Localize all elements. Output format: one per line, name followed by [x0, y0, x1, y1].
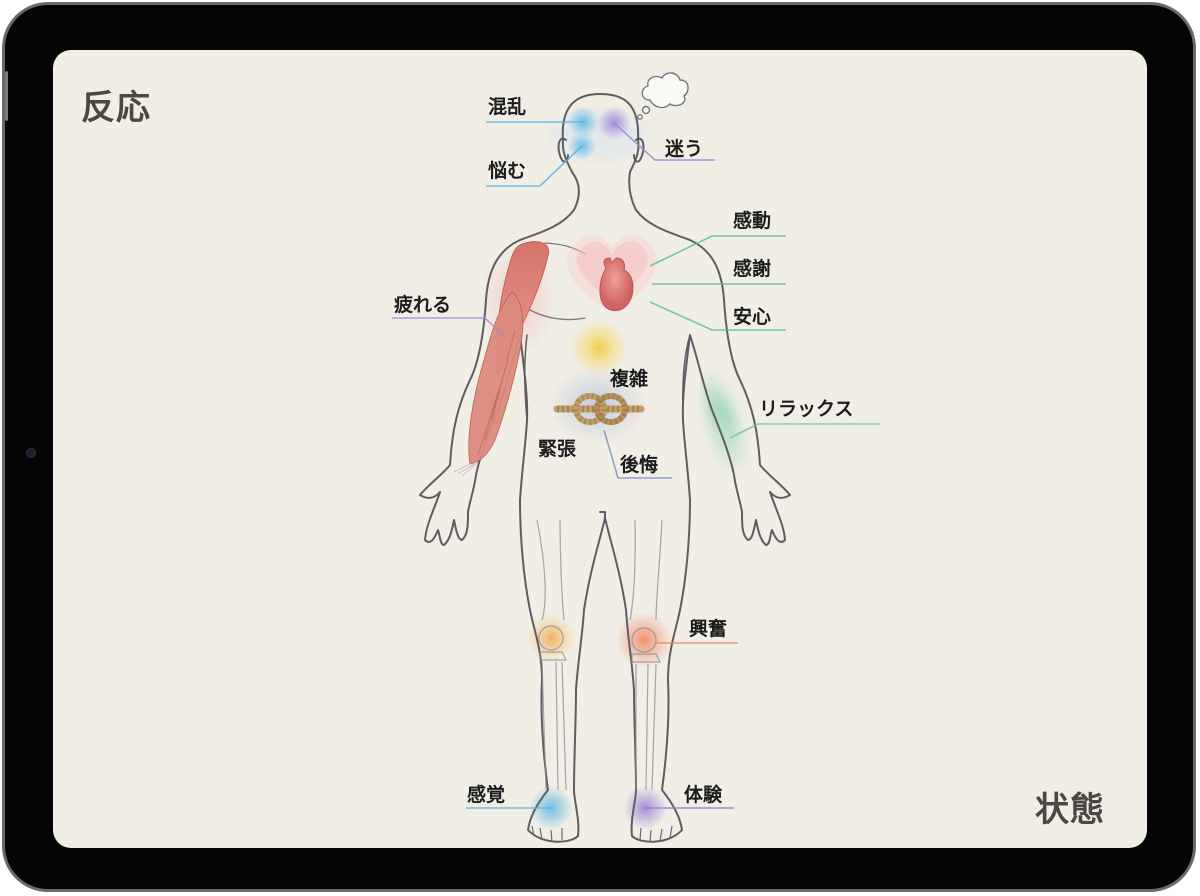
label-konran: 混乱 [488, 96, 527, 118]
side-button [5, 71, 8, 121]
label-taiken: 体験 [684, 784, 723, 806]
title-reaction: 反応 [81, 88, 151, 128]
label-fukuzatsu: 複雑 [610, 368, 649, 390]
label-koufun: 興奮 [689, 618, 728, 640]
knot-icon [553, 393, 645, 425]
front-camera [26, 448, 36, 458]
body-diagram [392, 72, 880, 843]
label-kinchou: 緊張 [538, 438, 577, 460]
label-koukai: 後悔 [620, 454, 659, 476]
label-kansha: 感謝 [733, 258, 772, 280]
label-anshin: 安心 [733, 306, 772, 328]
leader-lines [392, 121, 880, 809]
title-state: 状態 [1035, 790, 1105, 830]
label-kandou: 感動 [733, 210, 772, 232]
heart-icon [599, 257, 634, 311]
leg-bones [536, 519, 663, 791]
label-mayou: 迷う [665, 138, 704, 160]
label-nayamu: 悩む [488, 160, 527, 182]
label-tsukareru: 疲れる [394, 294, 452, 316]
muscle-arm [453, 241, 550, 477]
screen: 反応 状態 混乱 悩む 迷う 感動 感謝 安心 疲れる 複雑 緊張 後悔 リラッ… [53, 50, 1147, 848]
label-kankaku: 感覚 [467, 784, 506, 806]
label-relax: リラックス [759, 398, 854, 420]
toes [531, 825, 673, 843]
thought-bubble-icon [637, 72, 689, 120]
